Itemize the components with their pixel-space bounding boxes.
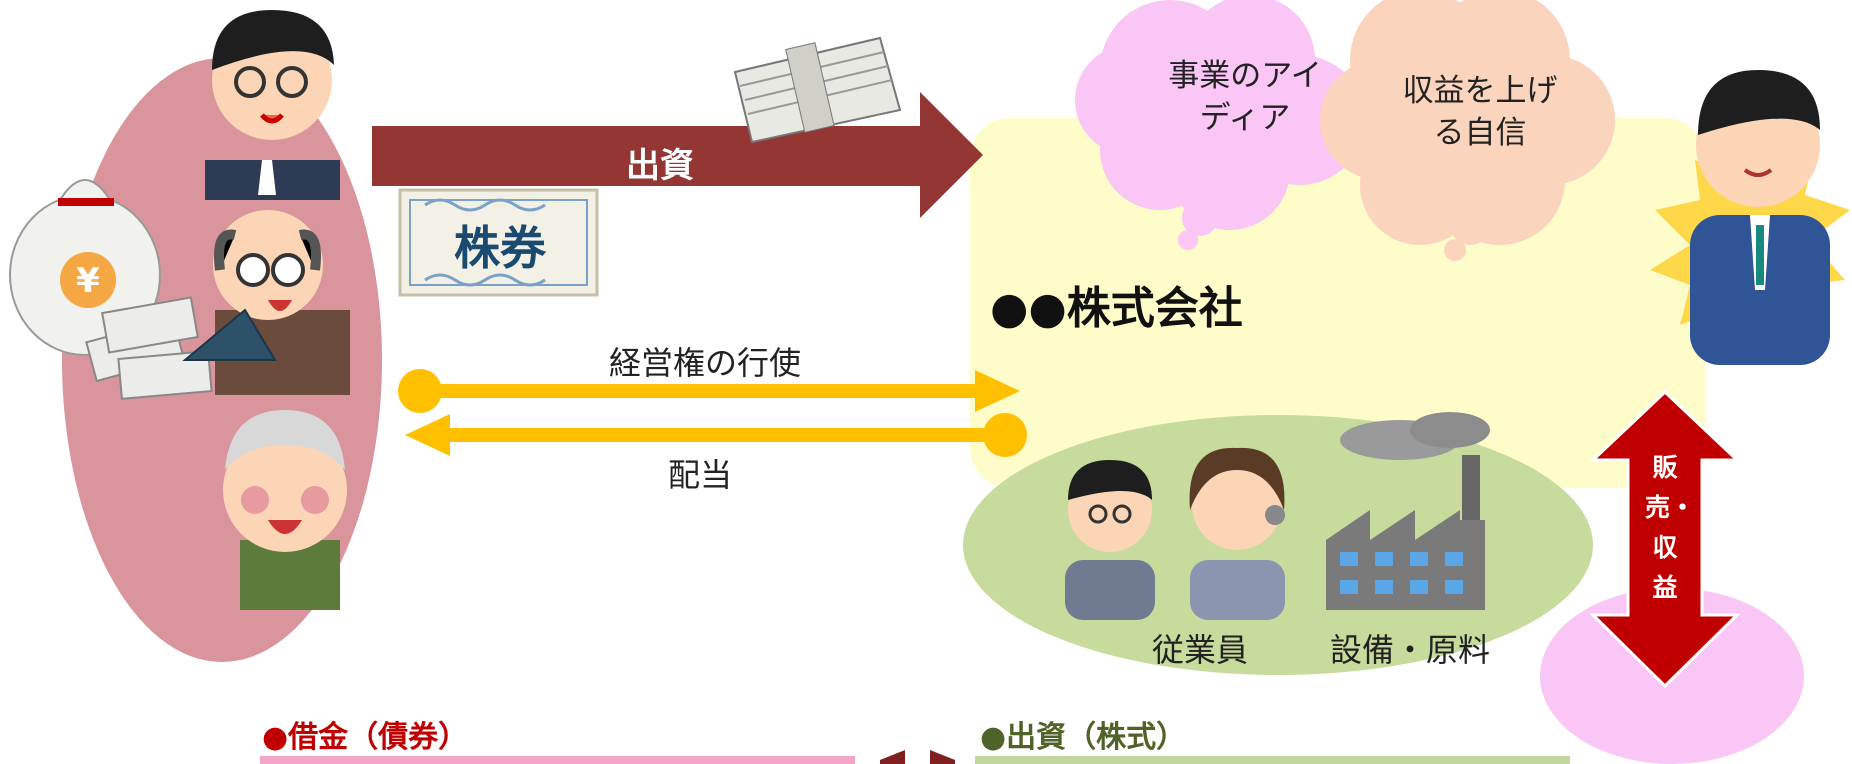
thought-cloud-confidence (1320, 0, 1615, 261)
thought-cloud-business-idea (1075, 0, 1365, 250)
management-arrow (398, 369, 1020, 413)
investor-grandfather-icon (223, 410, 347, 610)
thought-business-idea: 事業のアイディア (1168, 58, 1322, 136)
equity-title: ●出資（株式） (980, 720, 1187, 755)
employee-man-icon (1065, 460, 1155, 620)
equipment-label: 設備・原料 (1329, 631, 1490, 669)
sales-label: 販売・収益 (1645, 453, 1696, 602)
cash-bundle-icon (733, 36, 902, 144)
equity-bar (975, 756, 1570, 764)
loan-title: ●借金（債券） (262, 720, 469, 755)
svg-text:¥: ¥ (76, 261, 100, 301)
cash-stack-icon (85, 296, 213, 400)
comparison-arrow-left (880, 750, 905, 764)
management-label: 経営権の行使 (608, 344, 801, 382)
dividend-arrow (405, 413, 1027, 457)
sales-double-arrow (1589, 389, 1741, 689)
investment-arrow (372, 92, 983, 218)
stock-certificate-text: 株券 (454, 221, 546, 275)
employees-label: 従業員 (1151, 631, 1248, 669)
thought-profit-confidence: 収益を上げる自信 (1402, 73, 1558, 151)
employee-woman-icon (1189, 447, 1285, 620)
company-name: ●●株式会社 (990, 283, 1243, 334)
factory-icon (1326, 412, 1490, 610)
stock-certificate-icon (398, 188, 599, 297)
comparison-arrow-right (930, 750, 955, 764)
dividend-label: 配当 (667, 456, 732, 494)
investment-label: 出資 (626, 146, 694, 186)
manager-icon (1690, 70, 1830, 365)
investor-elderly-man-icon (182, 210, 350, 395)
investor-businessman-icon (205, 10, 340, 200)
loan-bar (260, 756, 855, 764)
